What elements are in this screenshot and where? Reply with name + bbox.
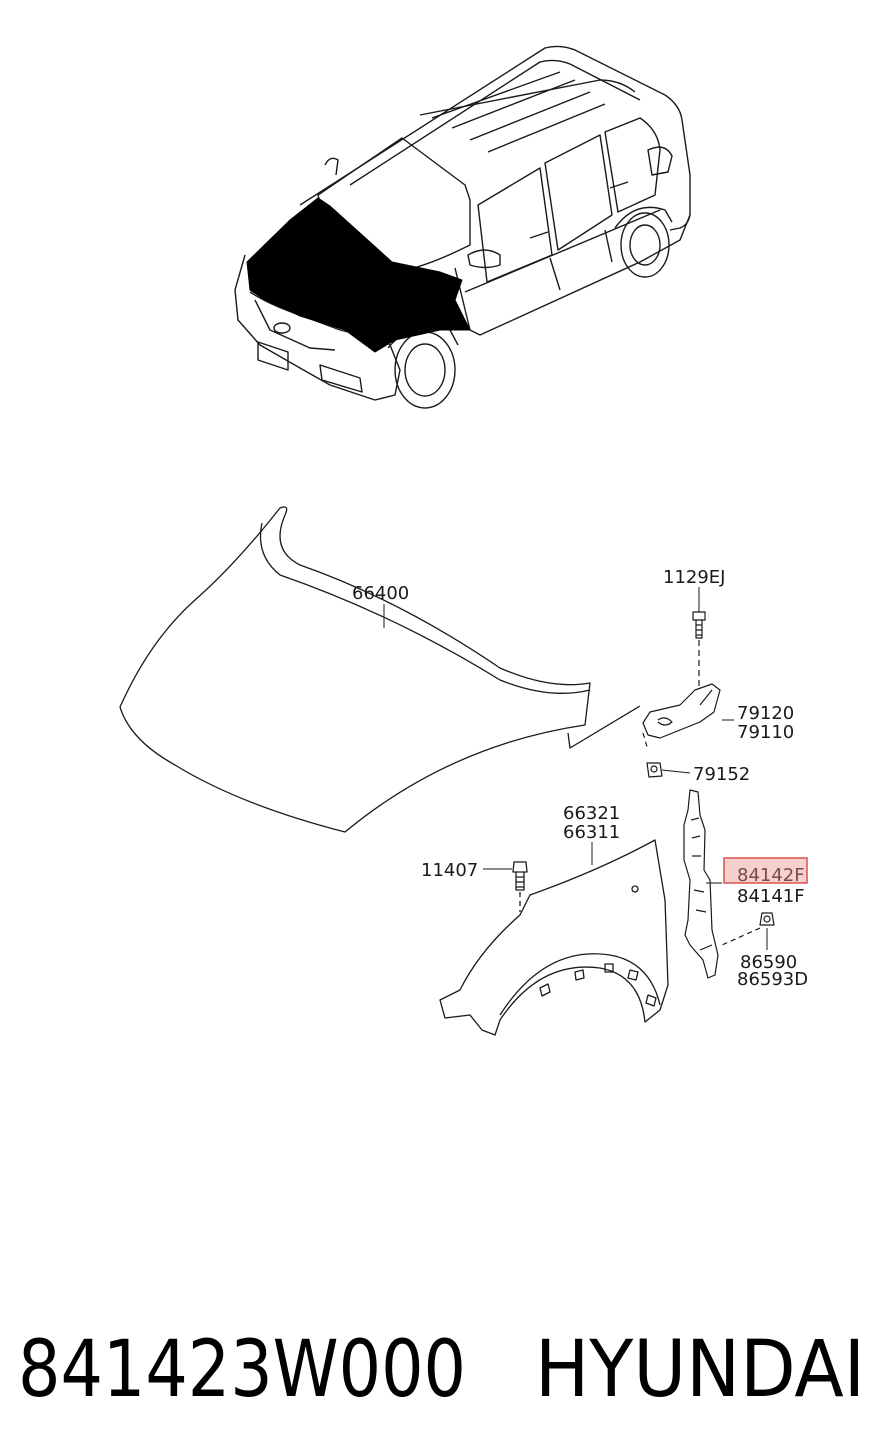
callout-fender-bolt: 11407 [421, 860, 478, 881]
callout-bracket-other: 84141F [737, 886, 805, 907]
callout-hinge-rh: 79120 [737, 703, 794, 724]
callout-hinge-lh: 79110 [737, 722, 794, 743]
fender-panel [439, 839, 669, 1036]
highlight-box[interactable] [723, 857, 808, 884]
callout-bracket-highlighted[interactable]: 84142F [737, 865, 805, 886]
callout-hood: 66400 [352, 583, 409, 604]
callout-fender-lh: 66311 [563, 822, 620, 843]
highlighted-hood-area [246, 197, 471, 353]
brand-name: HYUNDAI [535, 1325, 865, 1415]
hinge-assembly [642, 611, 721, 778]
callout-hinge-bolt: 1129EJ [663, 567, 726, 588]
callout-hinge-nut: 79152 [693, 764, 750, 785]
fender-bracket [683, 789, 775, 979]
callout-clip-a: 86590 [740, 952, 797, 973]
callout-fender-rh: 66321 [563, 803, 620, 824]
callout-clip-b: 86593D [737, 969, 808, 990]
hood-panel [119, 506, 641, 833]
part-number: 841423W000 [18, 1325, 466, 1415]
leader-lines [383, 587, 768, 950]
